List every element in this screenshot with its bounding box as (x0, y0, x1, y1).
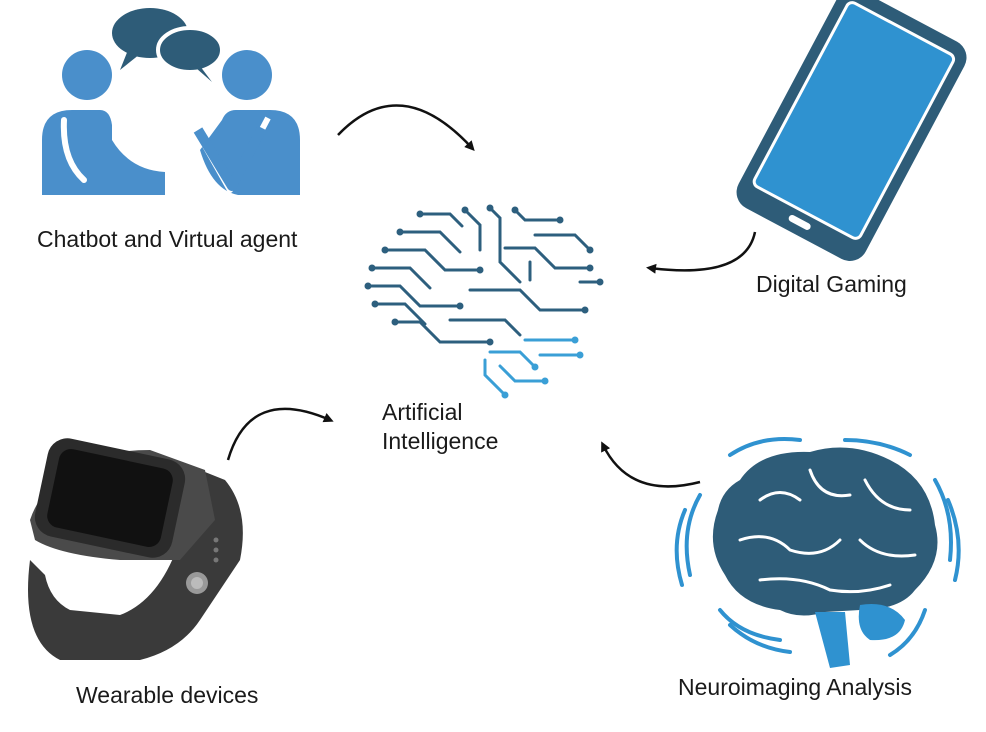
label-ai-line1: Artificial (382, 399, 463, 425)
label-digital-gaming: Digital Gaming (756, 271, 907, 297)
people-chat-icon (42, 8, 300, 195)
label-artificial-intelligence: Artificial Intelligence (382, 398, 498, 456)
label-wearable-devices: Wearable devices (76, 682, 259, 708)
circuit-brain-icon (364, 204, 604, 399)
label-ai-line2: Intelligence (382, 428, 499, 454)
smartwatch-icon (28, 438, 243, 660)
arrow-neuro-to-ai (601, 441, 701, 488)
tablet-icon (736, 0, 967, 261)
arrow-chatbot-to-ai (337, 104, 475, 151)
person-left-icon (42, 50, 165, 195)
brain-scan-icon (674, 437, 961, 668)
label-neuroimaging: Neuroimaging Analysis (678, 674, 912, 700)
label-chatbot: Chatbot and Virtual agent (37, 226, 298, 252)
arrow-gaming-to-ai (646, 231, 757, 274)
person-right-icon (192, 50, 300, 195)
arrow-wearable-to-ai (226, 407, 334, 461)
speech-bubble-icon (112, 8, 224, 82)
